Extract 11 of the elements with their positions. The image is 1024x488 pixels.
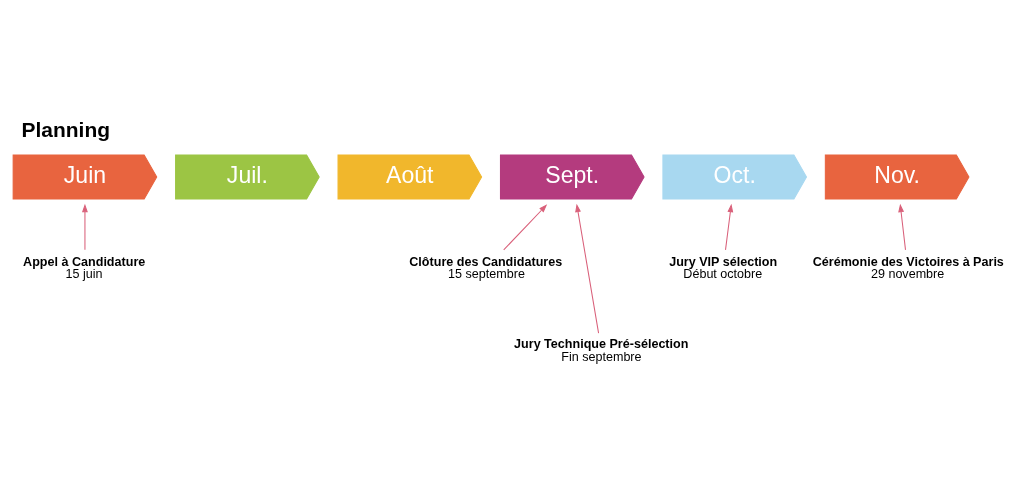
diagram-title: Planning — [21, 118, 110, 142]
node-text: Jury Technique Pré-sélection Fin septembre — [514, 337, 689, 364]
node-text: Clôture des Candidatures 15 septembre — [409, 254, 563, 282]
node-text: Appel à Candidature 15 juin — [23, 254, 146, 282]
node-text: Cérémonie des Victoires à Paris 29 novembre — [812, 254, 1004, 282]
arrow — [898, 203, 907, 251]
arrow — [725, 203, 734, 251]
arrow — [575, 203, 600, 334]
node-text: Jury VIP sélection Début octobre — [669, 254, 778, 282]
arrow — [82, 203, 88, 251]
arrow — [503, 204, 548, 251]
